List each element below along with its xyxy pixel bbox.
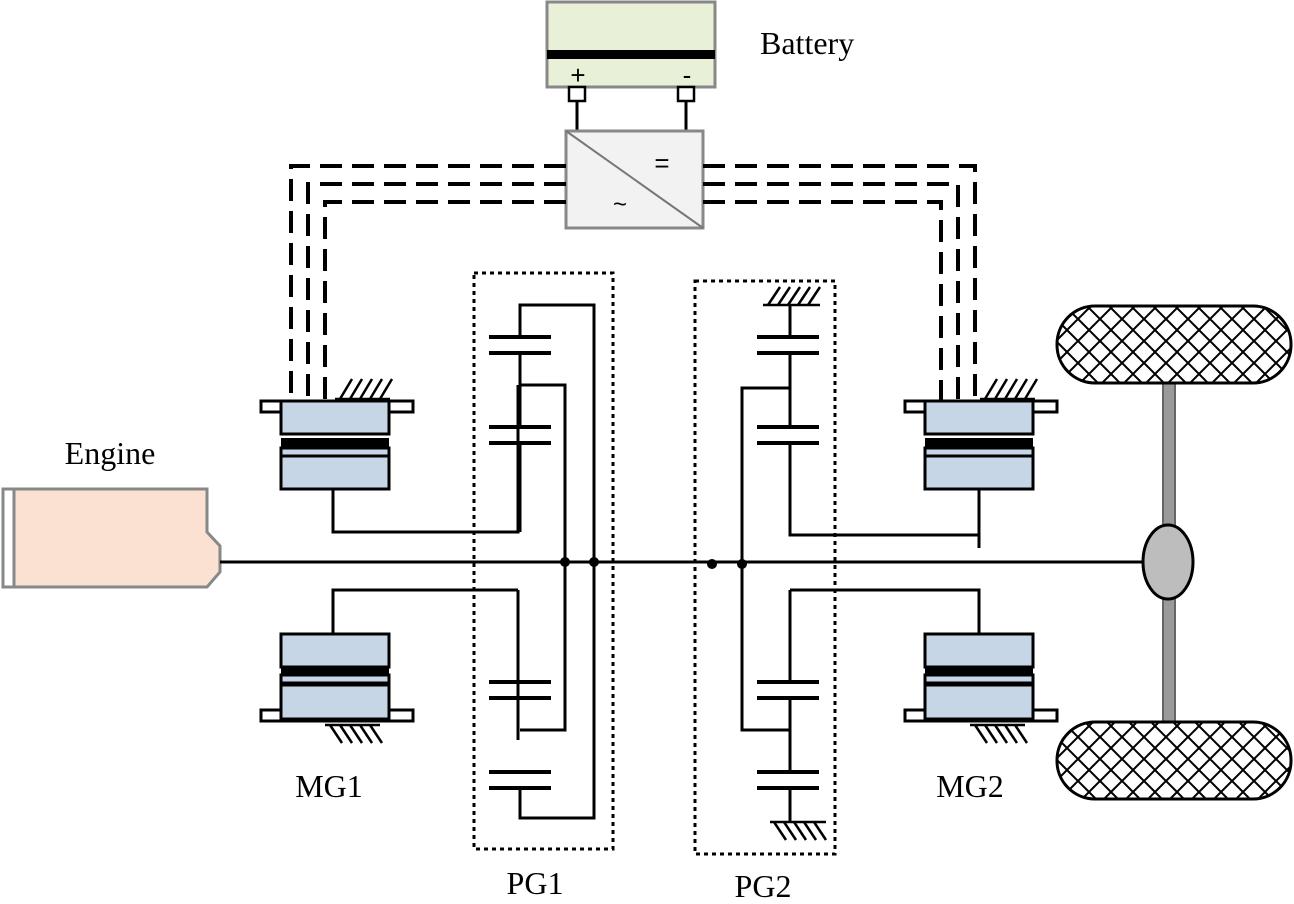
inverter: = ~: [564, 129, 705, 230]
battery-label: Battery: [760, 25, 854, 61]
engine-flange: [1, 487, 16, 589]
pg1-label: PG1: [507, 865, 564, 901]
battery-minus: -: [683, 60, 692, 90]
battery-terminal-minus: [676, 85, 696, 103]
wheel-assembly: [1055, 304, 1293, 801]
wheel-bottom: [1055, 720, 1293, 801]
battery-band: [547, 50, 715, 59]
engine-body: [12, 487, 222, 589]
mg2-motor: [790, 378, 1059, 744]
mg2-label: MG2: [936, 768, 1004, 804]
mg1-motor: [259, 378, 520, 744]
pg1-boundary: [472, 271, 615, 851]
inverter-ac-symbol: ~: [613, 191, 627, 218]
pg2-label: PG2: [735, 868, 792, 904]
battery-plus: +: [570, 60, 585, 90]
phase-cables: [289, 164, 977, 400]
pg2-gearset: [693, 279, 979, 856]
wheel-top: [1055, 304, 1293, 385]
engine: [1, 487, 222, 589]
differential: [1141, 523, 1195, 601]
pg2-boundary: [693, 279, 837, 856]
mg1-label: MG1: [295, 768, 363, 804]
battery-terminal-plus: [567, 85, 587, 103]
inverter-dc-symbol: =: [654, 148, 669, 178]
pg1-gearset: [472, 271, 615, 851]
engine-label: Engine: [65, 435, 156, 471]
battery: + -: [545, 0, 717, 131]
battery-body: [545, 0, 717, 89]
